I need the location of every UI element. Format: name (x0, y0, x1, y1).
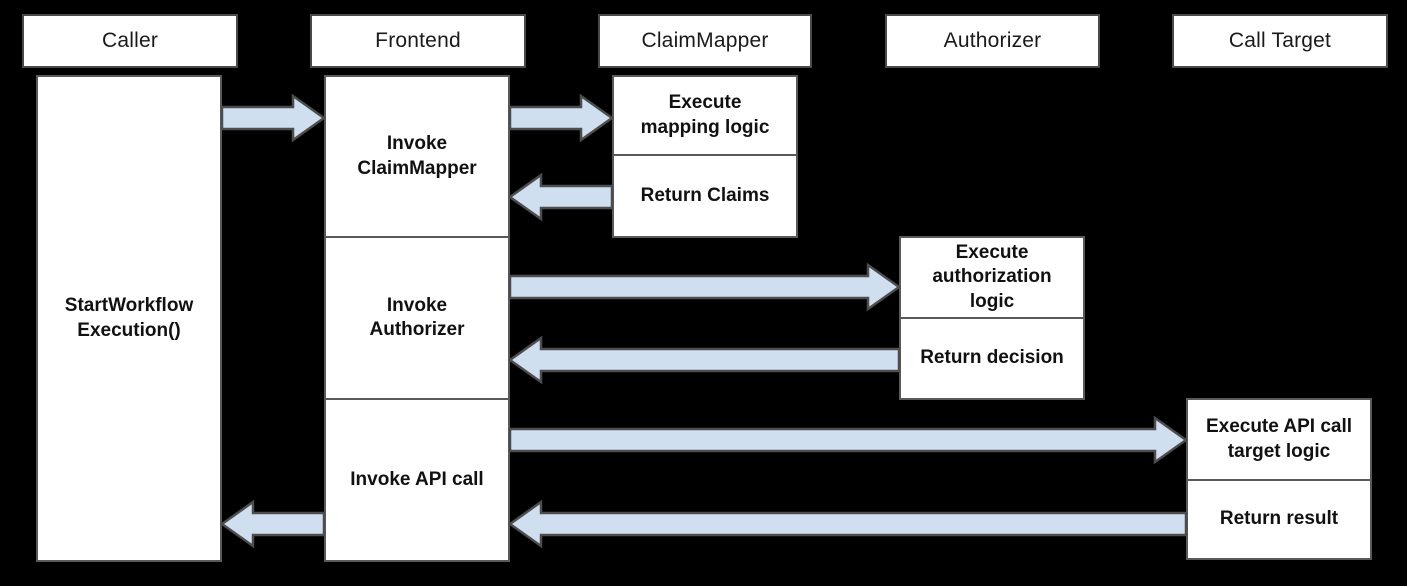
lifeline-header-caller-label: Caller (101, 29, 159, 52)
message-arrow-frontend-to-caller[interactable] (219, 499, 326, 549)
lifeline-header-authorizer-label: Authorizer (943, 29, 1042, 52)
activation-claimmapper-return-claims[interactable]: Return Claims (612, 155, 798, 238)
lifeline-header-claimmapper-label: ClaimMapper (641, 29, 769, 52)
message-arrow-authorizer-to-frontend[interactable] (507, 335, 901, 385)
lifeline-header-authorizer[interactable]: Authorizer (885, 14, 1100, 68)
message-arrow-claimmapper-to-frontend[interactable] (507, 172, 614, 222)
activation-authorizer-return-decision-label: Return decision (920, 347, 1064, 369)
activation-claimmapper-return-claims-label: Return Claims (640, 184, 770, 206)
message-arrow-frontend-to-authorizer[interactable] (508, 262, 902, 312)
lifeline-header-claimmapper[interactable]: ClaimMapper (598, 14, 812, 68)
message-arrow-caller-to-frontend[interactable] (220, 93, 327, 143)
message-arrow-call-target-to-frontend[interactable] (507, 499, 1188, 549)
activation-frontend-invoke-api-call[interactable]: Invoke API call (324, 399, 510, 562)
message-arrow-frontend-to-call-target[interactable] (508, 415, 1189, 465)
lifeline-header-call-target[interactable]: Call Target (1172, 14, 1388, 68)
activation-frontend-invoke-api-call-label: Invoke API call (350, 468, 484, 490)
activation-authorizer-return-decision[interactable]: Return decision (899, 318, 1085, 400)
lifeline-header-caller[interactable]: Caller (22, 14, 238, 68)
activation-calltarget-return-result-label: Return result (1219, 508, 1339, 530)
activation-calltarget-return-result[interactable]: Return result (1186, 480, 1372, 560)
message-arrow-frontend-to-claimmapper[interactable] (508, 93, 615, 143)
lifeline-header-call-target-label: Call Target (1228, 29, 1332, 52)
lifeline-header-frontend-label: Frontend (375, 29, 461, 52)
lifeline-header-frontend[interactable]: Frontend (310, 14, 526, 68)
